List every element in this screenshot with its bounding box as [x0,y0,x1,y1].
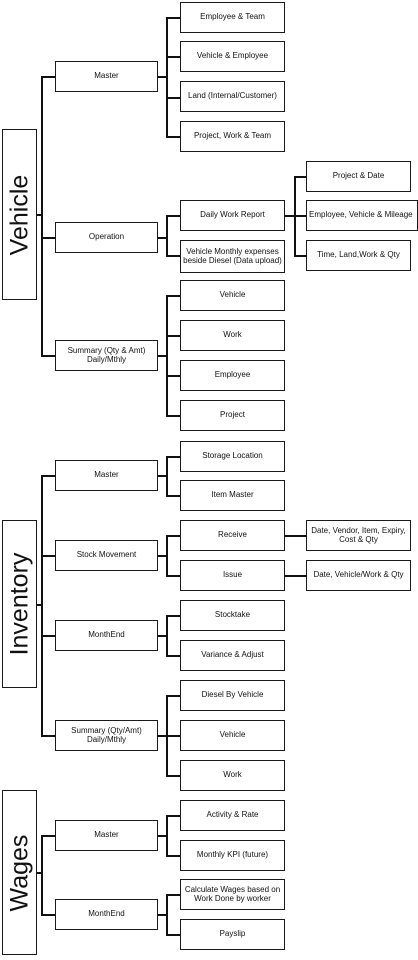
wages-section-label: Wages [5,834,33,911]
activity-rate-node: Activity & Rate [180,800,285,831]
vehicle-summary-vehicle-node: Vehicle [180,280,285,311]
wages-master-node: Master [55,820,158,851]
vehicle-summary-project-node: Project [180,400,285,431]
item-master-node: Item Master [180,480,285,511]
vehicle-summary-node: Summary (Qty & Amt) Daily/Mthly [55,340,158,371]
inventory-master-node: Master [55,460,158,491]
vehicle-monthly-expenses-node: Vehicle Monthly expenses beside Diesel (… [180,240,285,273]
receive-node: Receive [180,520,285,551]
daily-work-report-node: Daily Work Report [180,200,285,231]
variance-adjust-node: Variance & Adjust [180,640,285,671]
issue-node: Issue [180,560,285,591]
payslip-node: Payslip [180,919,285,950]
wages-monthend-node: MonthEnd [55,899,158,930]
vehicle-section-label: Vehicle [5,174,33,255]
vehicle-section-box: Vehicle [2,129,37,300]
inventory-section-label: Inventory [5,552,33,656]
calculate-wages-node: Calculate Wages based on Work Done by wo… [180,879,285,910]
vehicle-master-employee-team-node: Employee & Team [180,2,285,33]
monthly-kpi-node: Monthly KPI (future) [180,840,285,871]
vehicle-master-vehicle-employee-node: Vehicle & Employee [180,41,285,72]
vehicle-master-project-work-team-node: Project, Work & Team [180,121,285,152]
stocktake-node: Stocktake [180,600,285,631]
inventory-monthend-node: MonthEnd [55,620,158,651]
vehicle-summary-employee-node: Employee [180,360,285,391]
inventory-summary-node: Summary (Qty/Amt) Daily/Mthly [55,720,158,751]
inventory-summary-vehicle-node: Vehicle [180,720,285,751]
vehicle-master-node: Master [55,61,158,92]
issue-detail-node: Date, Vehicle/Work & Qty [306,560,411,591]
vehicle-summary-work-node: Work [180,320,285,351]
stock-movement-node: Stock Movement [55,540,158,571]
diesel-by-vehicle-node: Diesel By Vehicle [180,680,285,711]
wages-section-box: Wages [2,790,37,955]
inventory-summary-work-node: Work [180,760,285,791]
dwr-time-land-work-qty-node: Time, Land,Work & Qty [306,240,411,271]
inventory-section-box: Inventory [2,520,37,688]
dwr-project-date-node: Project & Date [306,161,411,192]
receive-detail-node: Date, Vendor, Item, Expiry, Cost & Qty [306,520,411,551]
vehicle-master-land-node: Land (Internal/Customer) [180,81,285,112]
vehicle-operation-node: Operation [55,222,158,253]
dwr-employee-vehicle-mileage-node: Employee, Vehicle & Mileage [306,200,418,231]
storage-location-node: Storage Location [180,441,285,472]
